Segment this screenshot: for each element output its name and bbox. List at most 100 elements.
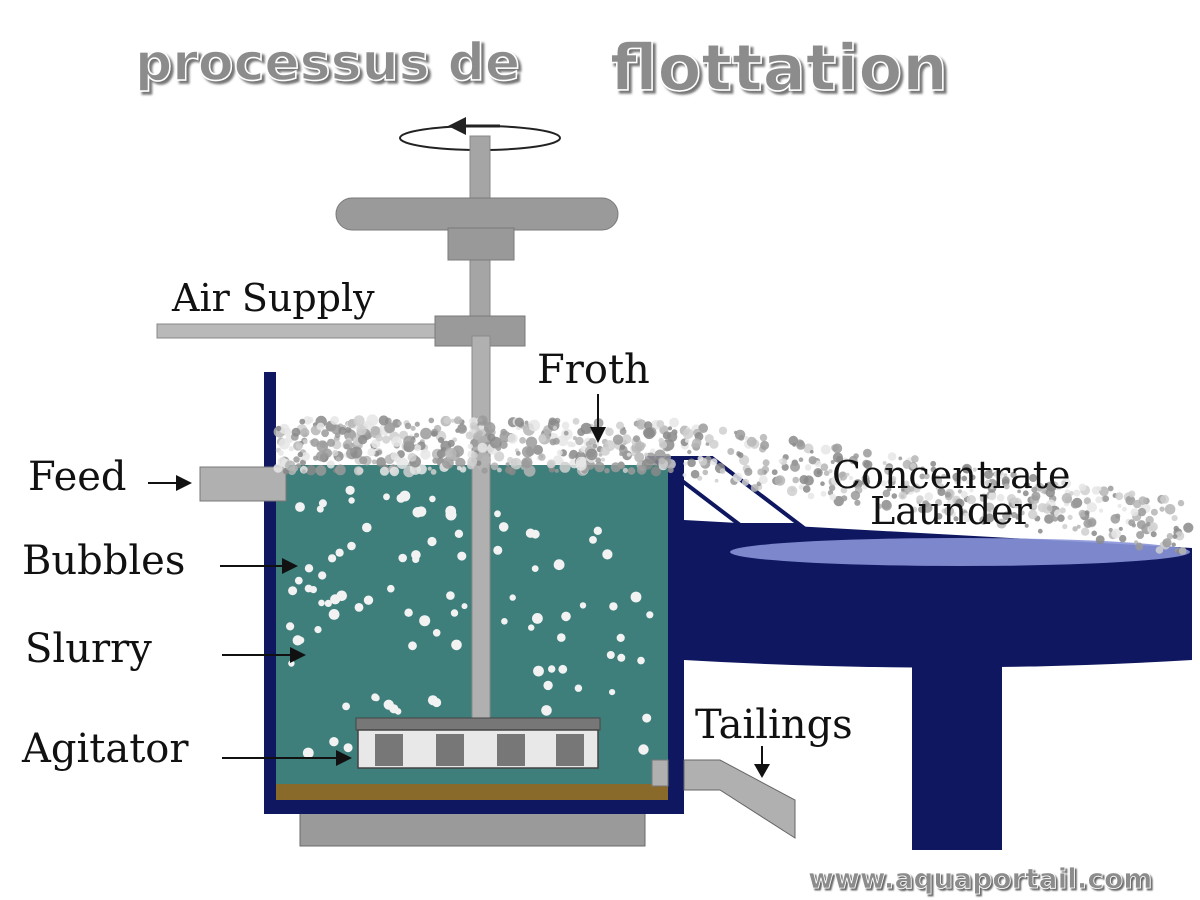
froth-bubble — [1135, 542, 1144, 551]
froth-bubble — [690, 469, 700, 479]
froth-bubble — [636, 419, 647, 430]
froth-bubble — [382, 435, 391, 444]
froth-bubble — [887, 487, 892, 492]
froth-bubble — [356, 425, 367, 436]
froth-bubble — [420, 449, 431, 460]
froth-bubble — [796, 439, 804, 448]
froth-bubble — [1172, 534, 1178, 539]
bubble — [450, 609, 459, 617]
froth-bubble — [1083, 519, 1093, 528]
agitator-shaft — [471, 335, 491, 719]
froth-bubble — [820, 444, 831, 455]
bubble — [531, 565, 539, 572]
froth-bubble — [484, 427, 489, 432]
froth-bubble — [619, 444, 626, 450]
froth-bubble — [1137, 507, 1147, 517]
bubble — [541, 705, 552, 716]
froth-bubble — [890, 476, 897, 482]
froth-bubble — [853, 453, 859, 459]
froth-bubble — [379, 466, 390, 476]
bubble — [295, 502, 305, 512]
froth-layer — [273, 414, 1194, 555]
froth-bubble — [335, 456, 341, 462]
froth-bubble — [718, 426, 728, 435]
froth-bubble — [918, 506, 925, 513]
froth-bubble — [802, 485, 811, 493]
froth-bubble — [656, 420, 665, 428]
bubble — [296, 636, 305, 644]
bubbles-layer — [286, 485, 654, 759]
bubble — [638, 744, 649, 755]
froth-bubble — [1115, 492, 1124, 501]
motor-assembly — [335, 135, 619, 337]
froth-bubble — [1155, 546, 1164, 554]
froth-bubble — [1091, 530, 1097, 537]
bubble — [454, 529, 464, 538]
froth-bubble — [941, 473, 947, 479]
froth-bubble — [744, 467, 753, 476]
froth-bubble — [1099, 508, 1104, 513]
bubble — [558, 664, 568, 674]
froth-bubble — [410, 425, 416, 431]
froth-bubble — [832, 443, 843, 454]
froth-bubble — [810, 450, 814, 454]
froth-bubble — [887, 452, 897, 461]
label-tailings: Tailings — [695, 702, 853, 748]
froth-bubble — [1117, 503, 1122, 508]
froth-bubble — [521, 446, 534, 458]
froth-bubble — [416, 464, 427, 475]
froth-bubble — [813, 468, 823, 478]
froth-bubble — [293, 456, 300, 463]
froth-bubble — [1118, 526, 1123, 531]
bubble — [593, 526, 602, 535]
froth-bubble — [760, 440, 770, 450]
feed-pipe — [199, 466, 287, 502]
froth-bubble — [594, 461, 605, 473]
froth-bubble — [1024, 523, 1029, 528]
froth-bubble — [658, 440, 668, 449]
bubble — [329, 737, 339, 747]
froth-bubble — [626, 452, 632, 457]
froth-bubble — [277, 457, 288, 467]
bubble — [419, 615, 431, 627]
froth-bubble — [546, 459, 556, 469]
froth-bubble — [863, 460, 873, 469]
bubble — [318, 571, 327, 580]
froth-bubble — [414, 421, 420, 427]
label-feed: Feed — [28, 454, 127, 500]
froth-bubble — [710, 458, 718, 466]
froth-arrow-head — [590, 427, 606, 443]
froth-bubble — [830, 460, 835, 464]
froth-bubble — [1061, 480, 1067, 486]
froth-bubble — [1003, 483, 1010, 490]
froth-bubble — [935, 513, 943, 520]
bubble — [288, 586, 298, 596]
froth-bubble — [1061, 493, 1073, 504]
froth-bubble — [586, 448, 598, 461]
froth-bubble — [687, 458, 696, 468]
bubble — [314, 626, 322, 634]
froth-bubble — [1076, 524, 1081, 529]
froth-bubble — [306, 416, 314, 424]
froth-bubble — [568, 452, 576, 460]
froth-bubble — [863, 448, 872, 458]
froth-bubble — [919, 473, 926, 480]
froth-bubble — [757, 468, 765, 476]
froth-bubble — [790, 461, 800, 472]
froth-bubble — [644, 452, 649, 457]
froth-bubble — [310, 438, 320, 447]
froth-bubble — [963, 512, 969, 518]
froth-bubble — [790, 487, 795, 492]
froth-bubble — [880, 480, 887, 487]
froth-bubble — [616, 421, 624, 430]
froth-bubble — [903, 480, 910, 487]
froth-bubble — [644, 421, 653, 430]
froth-bubble — [617, 461, 625, 468]
froth-bubble — [1055, 484, 1062, 491]
froth-bubble — [682, 473, 687, 477]
froth-bubble — [924, 492, 934, 501]
froth-bubble — [930, 466, 937, 473]
froth-bubble — [667, 426, 673, 431]
froth-bubble — [305, 465, 317, 476]
froth-bubble — [1032, 503, 1038, 509]
